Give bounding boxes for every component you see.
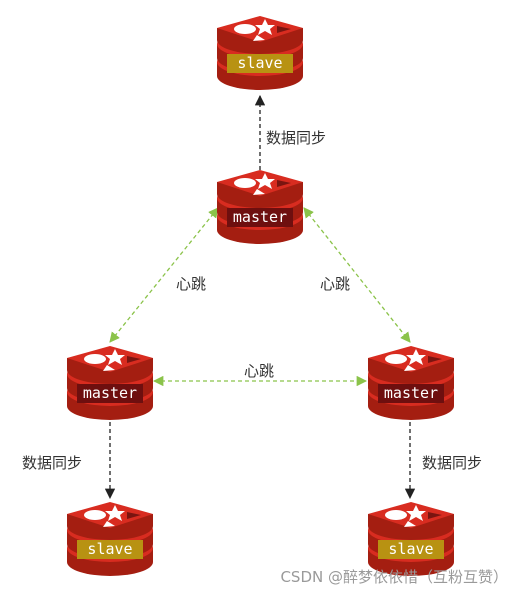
heartbeat-arrow-left xyxy=(109,207,219,343)
sync-label-top: 数据同步 xyxy=(266,129,327,147)
slave-label: slave xyxy=(227,54,293,73)
bottom-right-slave-node: slave xyxy=(366,502,456,578)
master-label: master xyxy=(378,384,444,403)
watermark: CSDN @醉梦依依惜（互粉互赞） xyxy=(280,568,508,586)
center-master-node: master xyxy=(215,170,305,246)
slave-label: slave xyxy=(378,540,444,559)
top-slave-node: slave xyxy=(215,16,305,92)
sync-label-right: 数据同步 xyxy=(422,454,483,472)
bottom-left-slave-node: slave xyxy=(65,502,155,578)
master-label: master xyxy=(227,208,293,227)
slave-label: slave xyxy=(77,540,143,559)
master-label: master xyxy=(77,384,143,403)
heartbeat-label-right: 心跳 xyxy=(320,275,351,293)
sync-label-left: 数据同步 xyxy=(22,454,83,472)
heartbeat-label-bottom: 心跳 xyxy=(244,362,275,380)
left-master-node: master xyxy=(65,346,155,422)
right-master-node: master xyxy=(366,346,456,422)
heartbeat-label-left: 心跳 xyxy=(176,275,207,293)
heartbeat-arrow-right xyxy=(303,207,411,343)
